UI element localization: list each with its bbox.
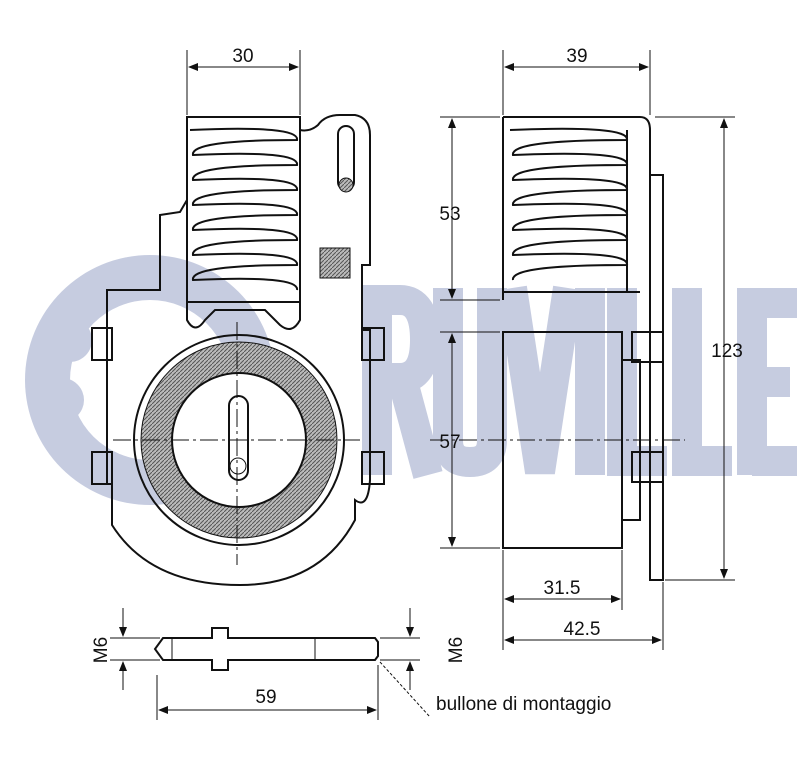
dim-123: 123 [711, 341, 743, 362]
mounting-bolt [153, 627, 379, 671]
dim-39: 39 [566, 46, 587, 67]
tensioner-front-view [91, 114, 385, 587]
dim-31-5: 31.5 [544, 578, 581, 599]
dim-m6-left: M6 [91, 637, 112, 663]
dim-57: 57 [439, 432, 460, 453]
dim-42-5: 42.5 [564, 619, 601, 640]
dimension-lines [110, 50, 735, 720]
hatched-block [319, 247, 351, 279]
dim-59: 59 [255, 687, 276, 708]
spring-coils-right [509, 127, 628, 281]
dim-30: 30 [232, 46, 253, 67]
ruville-logo-watermark [25, 255, 797, 505]
dim-m6-right: M6 [446, 637, 467, 663]
spring-coils-left [189, 127, 298, 291]
dim-53: 53 [439, 204, 460, 225]
tensioner-side-view [430, 116, 685, 581]
bolt-label: bullone di montaggio [436, 694, 611, 715]
